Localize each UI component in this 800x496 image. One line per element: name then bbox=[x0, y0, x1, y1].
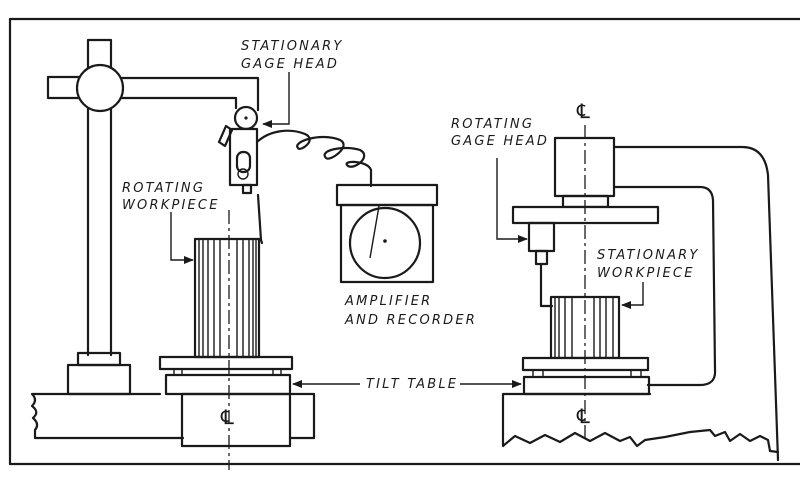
rotating-gage-head-right bbox=[527, 221, 556, 308]
signal-cable bbox=[255, 129, 373, 188]
stationary-gage-head-left bbox=[217, 105, 264, 245]
label-stationary-gage-head-line2: GAGE HEAD bbox=[241, 57, 339, 72]
left-base bbox=[30, 392, 316, 448]
left-centerline-symbol: ℄ bbox=[220, 405, 234, 429]
frame-border bbox=[8, 17, 800, 466]
right-frame-c bbox=[613, 145, 780, 462]
right-centerline-symbol-bottom: ℄ bbox=[576, 404, 590, 428]
rotating-workpiece-left bbox=[193, 237, 261, 359]
right-base bbox=[501, 392, 780, 454]
right-tilt-table bbox=[521, 356, 651, 396]
left-stand bbox=[46, 38, 260, 396]
left-tilt-table bbox=[158, 355, 294, 396]
label-stationary-workpiece-line1: STATIONARY bbox=[597, 248, 700, 263]
label-rotating-gage-head-line1: ROTATING bbox=[451, 117, 534, 132]
amplifier-recorder bbox=[335, 183, 439, 284]
label-stationary-gage-head-line1: STATIONARY bbox=[241, 39, 344, 54]
leader-lines bbox=[170, 72, 644, 388]
label-amplifier-line1: AMPLIFIER bbox=[344, 294, 432, 309]
label-rotating-gage-head-line2: GAGE HEAD bbox=[451, 134, 549, 149]
right-centerline-symbol-top: ℄ bbox=[576, 99, 590, 123]
label-tilt-table: TILT TABLE bbox=[366, 377, 458, 392]
label-rotating-workpiece-line2: WORKPIECE bbox=[122, 198, 220, 213]
label-amplifier-line2: AND RECORDER bbox=[344, 313, 477, 328]
label-rotating-workpiece-line1: ROTATING bbox=[122, 181, 205, 196]
label-stationary-workpiece-line2: WORKPIECE bbox=[597, 266, 695, 281]
